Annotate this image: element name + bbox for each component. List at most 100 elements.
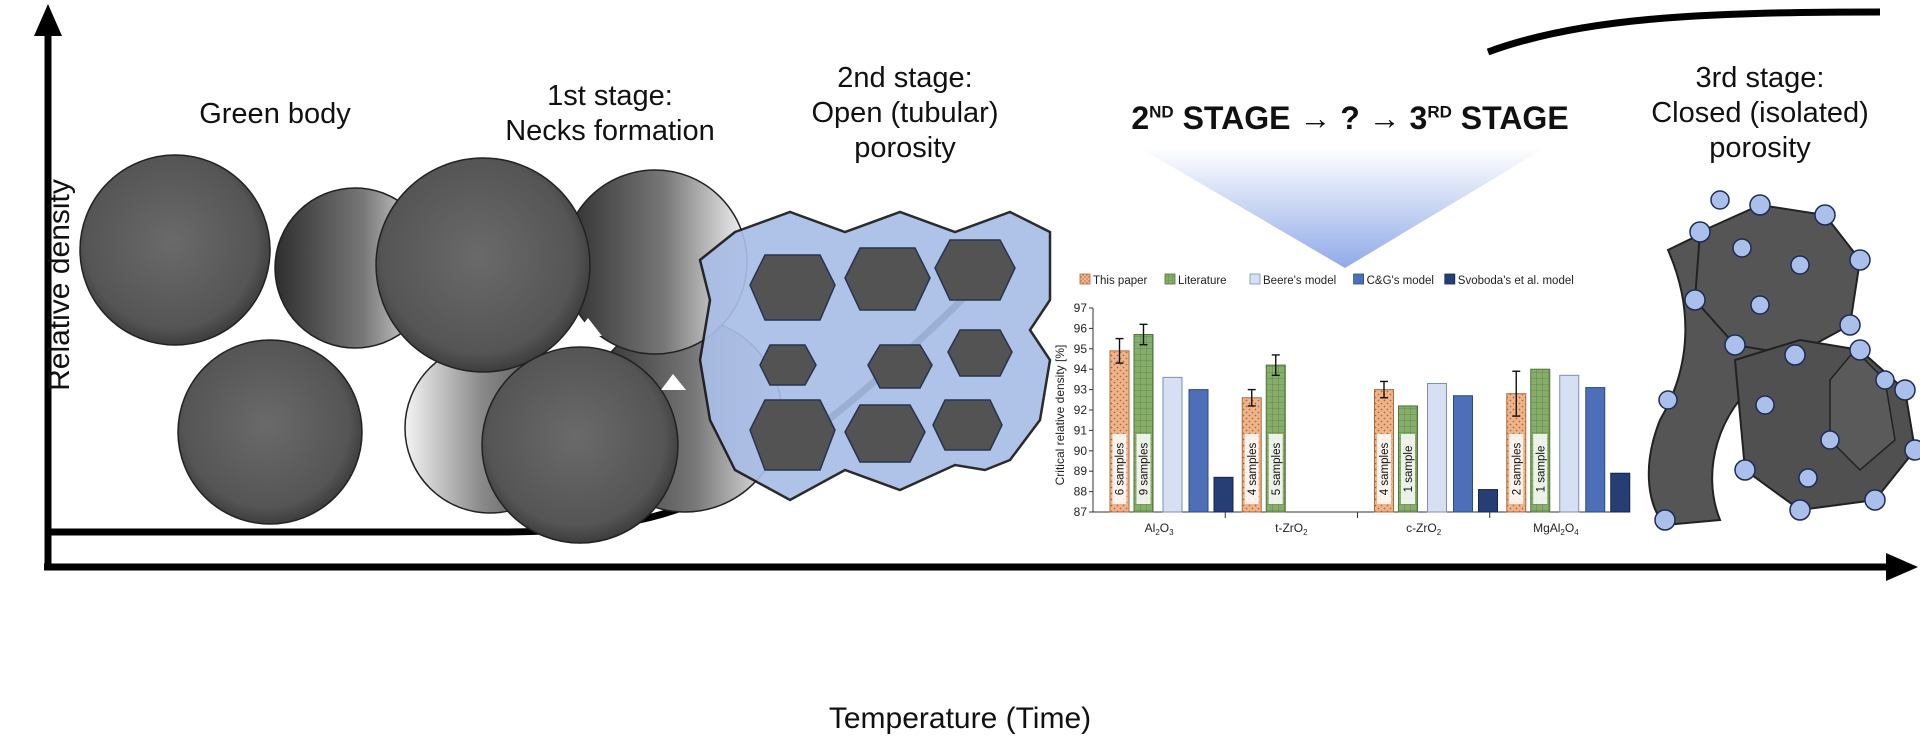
legend-swatch [1444,273,1456,285]
annotation-background [1401,434,1415,504]
bar [1213,476,1234,513]
legend-swatch [1353,273,1364,285]
y-tick-label: 90 [1074,444,1088,458]
legend-label: C&G's model [1367,275,1434,287]
bar-annotation: 1 sample [1403,446,1415,493]
annotation-background [1136,434,1151,504]
x-axis-label: Temperature (Time) [828,702,1092,735]
x-axis-arrow-icon [1886,553,1918,581]
category-label: Al2O3 [1145,521,1174,537]
density-curve-upper [1486,8,1881,56]
stage-label-green-body: Green body [160,97,390,132]
bar [1188,389,1209,513]
y-axis-label: Relative density [43,179,76,391]
stage-label-third: 3rd stage: Closed (isolated) porosity [1620,61,1900,166]
y-tick-label: 87 [1074,505,1088,519]
bar [1559,374,1580,513]
headline-right-word: STAGE [1451,100,1569,136]
legend-label: Literature [1178,275,1227,287]
stage-label-first: 1st stage: Necks formation [470,79,750,149]
chart-legend: This paper Literature Beere's model C&G's m… [1079,273,1574,287]
annotation-background [1377,434,1391,504]
headline-right-num: 3 [1409,100,1428,136]
stage-line: Closed (isolated) [1651,97,1869,129]
pore-triangle [661,374,686,390]
green-body-particles [79,154,436,525]
open-pore-network [698,210,1052,502]
stage-line: porosity [854,132,956,164]
category-label-subscript: 3 [1169,528,1174,537]
stage-line: 1st stage: [547,80,673,112]
headline-left-word: STAGE [1173,100,1291,136]
axes [34,4,1918,581]
legend-swatch [1079,273,1091,285]
category-label-subscript: 2 [1437,528,1442,537]
category-label: c-ZrO2 [1406,521,1442,537]
headline-left-num: 2 [1131,100,1150,136]
bar-annotation: 5 samples [1271,443,1283,496]
stage-line: Green body [199,98,351,130]
y-tick-label: 89 [1074,464,1088,478]
annotation-background [1509,434,1524,504]
first-stage-particles [375,157,783,544]
bar-annotation: 4 samples [1247,443,1259,496]
category-label-part: O [1160,521,1169,535]
y-tick-label: 88 [1074,485,1088,499]
legend-label: This paper [1093,275,1148,287]
bar [1585,387,1606,513]
category-label-subscript: 2 [1303,528,1308,537]
y-tick-label: 97 [1074,301,1088,315]
legend-swatch [1164,273,1176,285]
category-label-part: c-ZrO [1406,521,1437,535]
bar [1453,395,1473,513]
stage-line: 3rd stage: [1695,62,1825,94]
headline-left-sup: ND [1149,102,1174,122]
y-tick-label: 91 [1074,423,1088,437]
stage-line: 2nd stage: [837,62,973,94]
stage-line: Necks formation [505,115,715,147]
closed-pore-grains [1647,190,1920,531]
y-tick-label: 95 [1074,342,1088,356]
category-label-part: MgAl [1533,521,1560,535]
bar-annotation: 2 samples [1511,443,1523,496]
category-label-part: O [1565,521,1574,535]
legend-label: Svoboda's et al. model [1458,275,1574,287]
stage-label-second: 2nd stage: Open (tubular) porosity [780,61,1030,166]
bar-annotation: 4 samples [1379,443,1391,496]
category-label-subscript: 4 [1574,528,1579,537]
category-label-part: t-ZrO [1275,521,1303,535]
bar [1610,472,1631,513]
chart-bars: 6 samples 4 samples 4 samples 2 samples 9 sa… [1109,323,1631,513]
y-tick-label: 96 [1074,321,1088,335]
y-axis-arrow-icon [34,4,62,36]
category-label-subscript: 2 [1155,528,1160,537]
bar-annotation: 9 samples [1139,443,1151,496]
category-label-subscript: 2 [1560,528,1565,537]
category-label: t-ZrO2 [1275,521,1308,537]
y-tick-label: 94 [1074,362,1088,376]
legend-label: Beere's model [1263,275,1336,287]
headline-middle: → ? → [1290,100,1410,136]
annotation-background [1268,434,1283,504]
bar-annotation: 6 samples [1115,443,1127,496]
y-tick-label: 92 [1074,403,1088,417]
annotation-background [1244,434,1259,504]
chart-y-label: Critical relative density [%] [1053,345,1067,486]
bar [1162,376,1183,513]
bar [1427,382,1447,513]
stage-transition-headline: 2ND STAGE → ? → 3RD STAGE [1090,100,1610,137]
category-label: MgAl2O4 [1533,521,1579,537]
headline-right-sup: RD [1427,102,1452,122]
stage-line: porosity [1709,132,1811,164]
stage-line: Open (tubular) [811,97,999,129]
y-tick-label: 93 [1074,383,1088,397]
critical-density-chart: This paper Literature Beere's model C&G's m… [1053,268,1631,538]
pore-triangle [574,318,602,336]
annotation-background [1533,434,1548,504]
annotation-background [1112,434,1127,504]
bar [1478,489,1498,513]
legend-swatch [1249,273,1261,285]
bar-annotation: 1 sample [1535,446,1547,493]
